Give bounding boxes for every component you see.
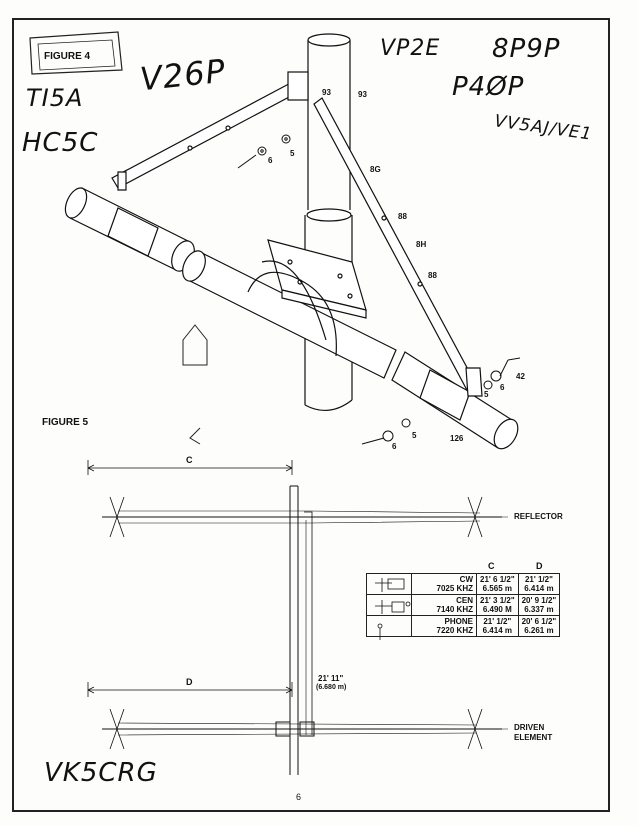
- figure4-label-box: [29, 31, 123, 75]
- element-label: ELEMENT: [514, 733, 553, 742]
- handwritten-callsign: VP2E: [380, 36, 441, 61]
- mode-cell: PHONE: [444, 617, 473, 626]
- c-metric-cell: 6.565 m: [482, 584, 512, 593]
- figure5-layout: [87, 460, 508, 775]
- handwritten-callsign: HC5C: [22, 128, 99, 158]
- part-number: 6: [392, 442, 397, 451]
- c-cell: 21' 6 1/2": [480, 575, 515, 584]
- arrow-sketch: [182, 324, 208, 366]
- part-number: 5: [290, 149, 295, 158]
- figure5-label: FIGURE 5: [42, 417, 89, 428]
- mode-cell: CEN: [456, 596, 473, 605]
- handwritten-callsign: VK5CRG: [44, 758, 158, 788]
- table-header-d: D: [536, 561, 543, 571]
- freq-cell: 7025 KHZ: [436, 584, 473, 593]
- c-metric-cell: 6.414 m: [482, 626, 512, 635]
- c-cell: 21' 3 1/2": [480, 596, 515, 605]
- part-number: 42: [516, 372, 525, 381]
- table-header-c: C: [488, 561, 495, 571]
- part-number: 5: [484, 390, 489, 399]
- part-number: 93: [358, 90, 367, 99]
- d-cell: 20' 6 1/2": [521, 617, 557, 626]
- handwritten-callsign: TI5A: [26, 84, 84, 112]
- boom: [64, 187, 519, 450]
- mode-cell: CW: [459, 575, 473, 584]
- mounting-plate: [247, 239, 367, 357]
- figure4-label: FIGURE 4: [44, 51, 91, 62]
- phone-symbol-cell: [366, 615, 412, 637]
- c-cell: 21' 1/2": [483, 617, 512, 626]
- part-number: 6: [268, 156, 273, 165]
- d-cell: 21' 1/2": [524, 575, 553, 584]
- driven-label: DRIVEN: [514, 723, 545, 732]
- part-number: 126: [450, 434, 464, 443]
- part-number: 8H: [416, 240, 427, 249]
- part-number: 88: [398, 212, 407, 221]
- boom-length-metric: (6.680 m): [316, 684, 347, 691]
- d-metric-cell: 6.261 m: [524, 626, 554, 635]
- cw-symbol-cell: [366, 573, 412, 595]
- part-number: 8G: [370, 165, 381, 174]
- handwritten-callsign: P4ØP: [452, 72, 525, 102]
- dimension-c-label: C: [186, 455, 193, 465]
- hardware: [237, 134, 521, 445]
- dimension-d-label: D: [186, 677, 193, 687]
- truss-arms: [111, 71, 483, 397]
- part-number: 6: [500, 383, 505, 392]
- cen-symbol-cell: [366, 594, 412, 616]
- boom-length: 21' 11": [318, 674, 344, 683]
- reflector-label: REFLECTOR: [514, 512, 563, 521]
- freq-cell: 7140 KHZ: [436, 605, 473, 614]
- page-frame: [12, 18, 610, 812]
- part-number: 88: [428, 271, 437, 280]
- part-number: 5: [412, 431, 417, 440]
- c-metric-cell: 6.490 M: [482, 605, 512, 614]
- d-metric-cell: 6.414 m: [524, 584, 554, 593]
- mast: [304, 33, 353, 411]
- handwritten-callsign: 8P9P: [492, 34, 561, 64]
- part-number: 93: [322, 88, 331, 97]
- d-metric-cell: 6.337 m: [524, 605, 554, 614]
- page-number: 6: [296, 792, 302, 802]
- d-cell: 20' 9 1/2": [521, 596, 557, 605]
- freq-cell: 7220 KHZ: [436, 626, 473, 635]
